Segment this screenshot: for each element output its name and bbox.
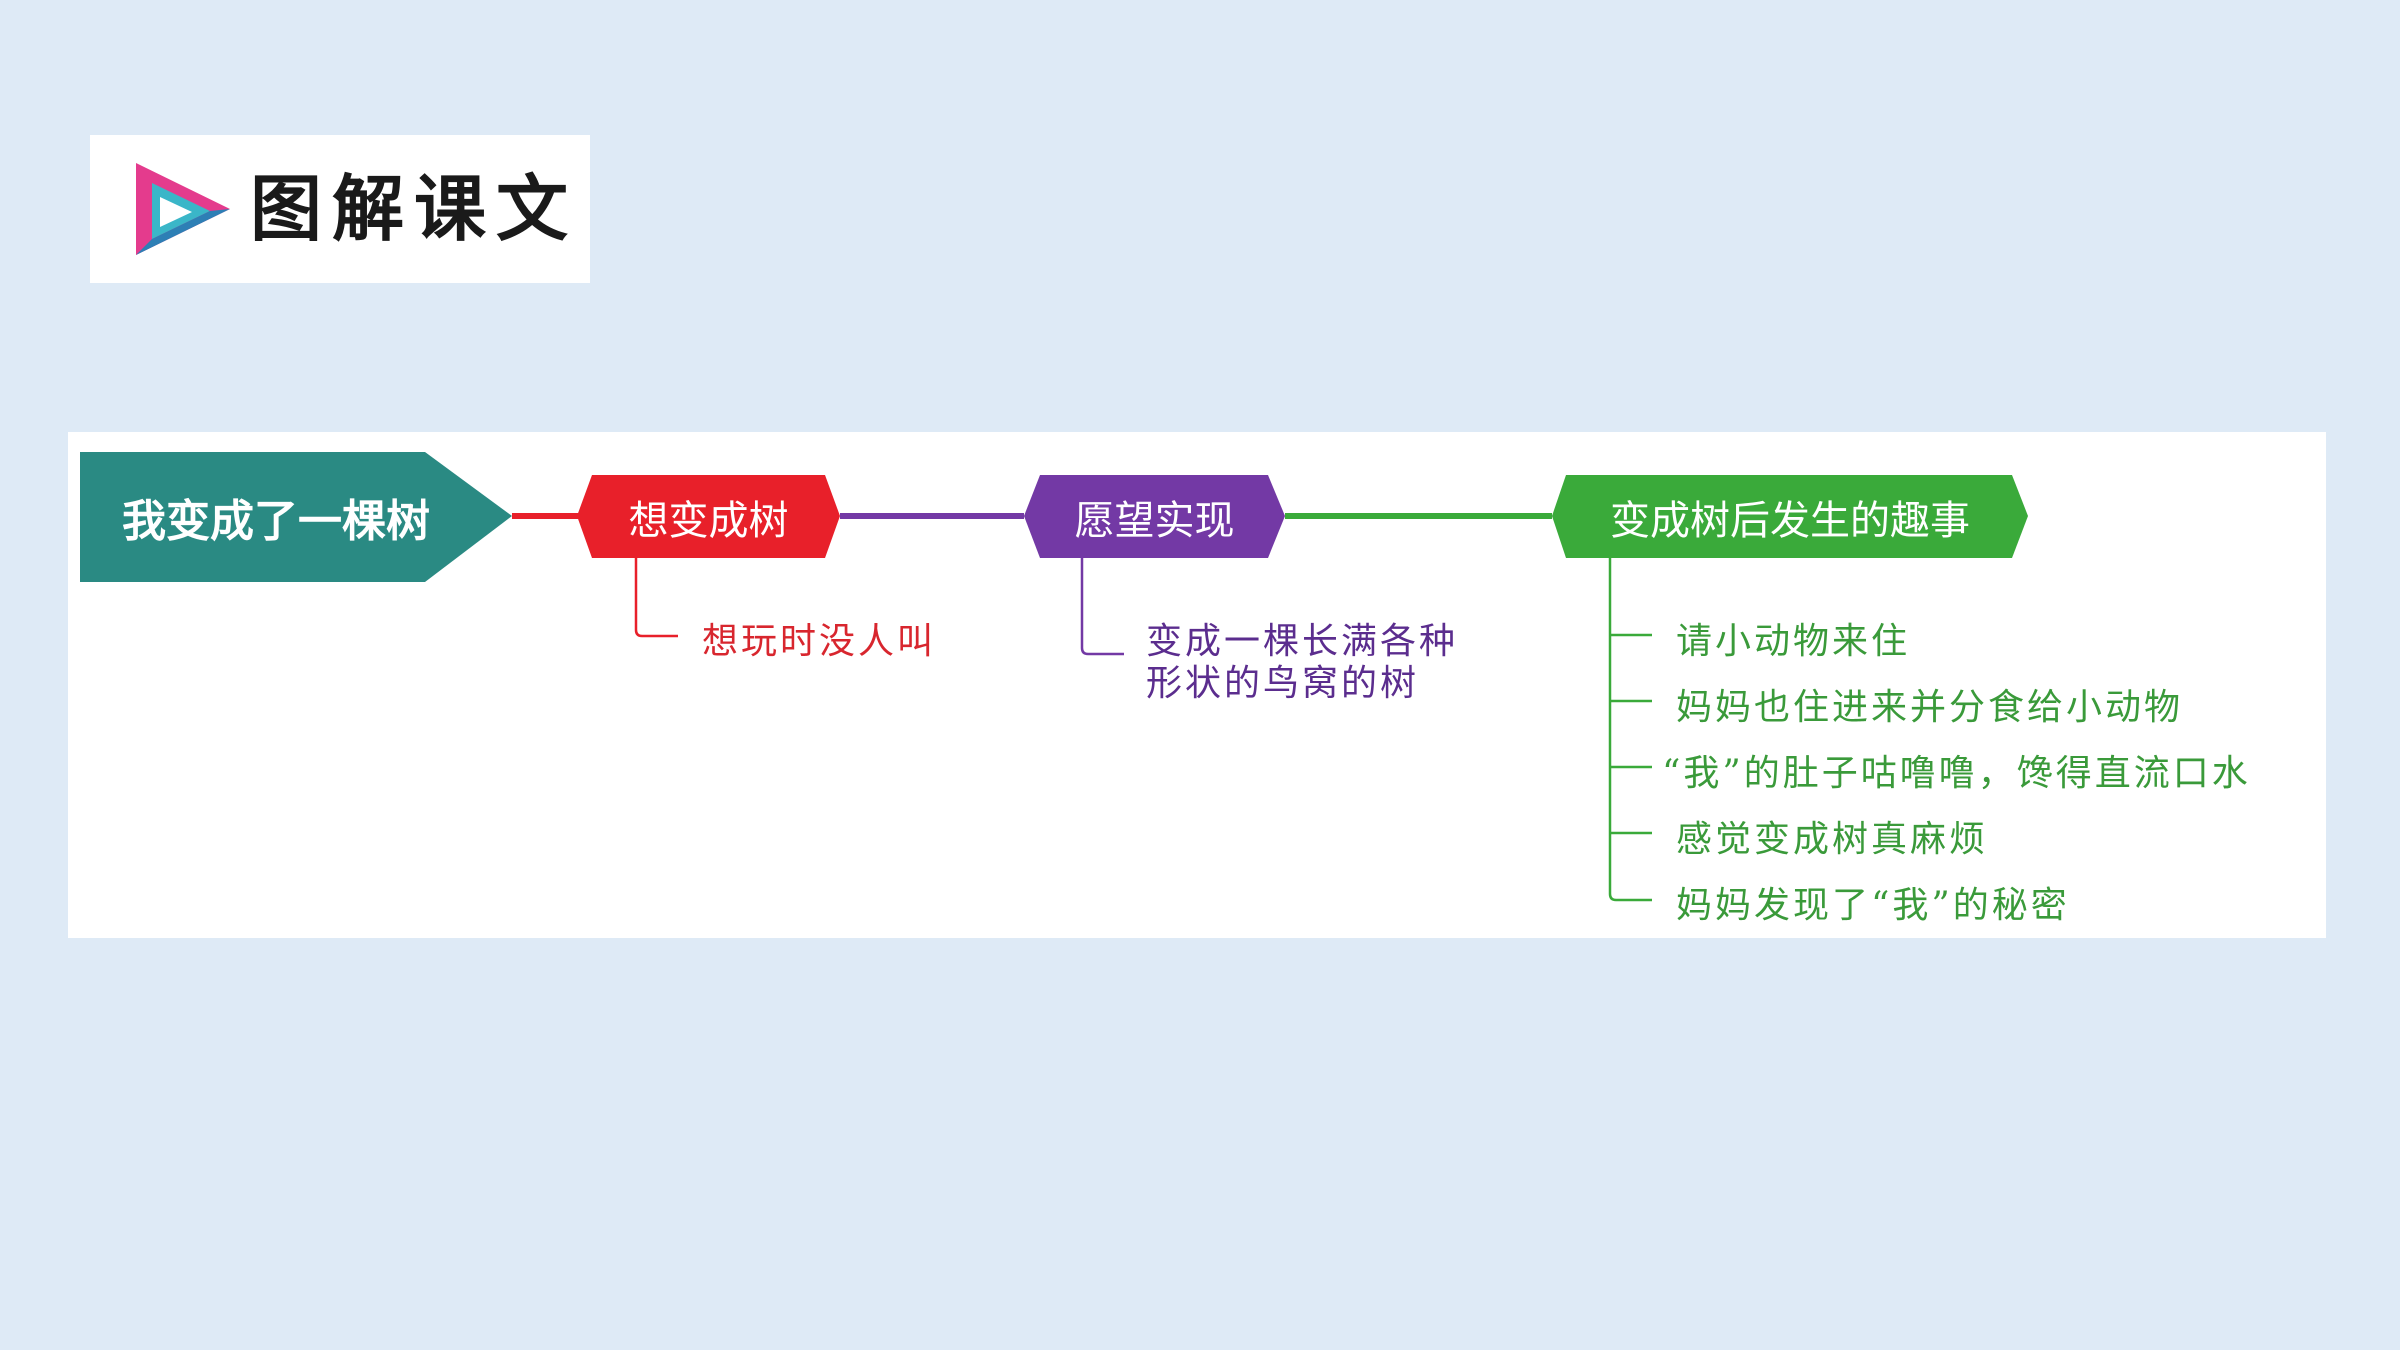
branch2-node-label: 愿望实现 xyxy=(1074,497,1235,544)
branch3-leaf-1: 请小动物来住 xyxy=(1676,621,1911,662)
header-badge: 图解课文 xyxy=(90,135,590,283)
branch2-leaf-line2: 形状的鸟窝的树 xyxy=(1146,663,1420,704)
branch3-leaf-bracket xyxy=(1608,558,1652,902)
branch3-node-shape xyxy=(1552,475,2028,558)
branch1-leaf-text: 想玩时没人叫 xyxy=(702,621,937,662)
root-node-shape xyxy=(80,452,512,582)
root-node-label: 我变成了一棵树 xyxy=(122,496,430,547)
branch1-node-label: 想变成树 xyxy=(628,497,789,544)
branch1-node-shape xyxy=(577,475,840,558)
branch2-leaf-bracket xyxy=(1080,558,1124,656)
play-triangle-icon xyxy=(136,163,230,255)
branch2-node-shape xyxy=(1024,475,1285,558)
branch3-leaf-3: “我”的肚子咕噜噜，馋得直流口水 xyxy=(1662,753,2251,794)
branch1-leaf-bracket xyxy=(634,558,678,638)
header-title: 图解课文 xyxy=(250,167,579,251)
branch2-leaf-line1: 变成一棵长满各种 xyxy=(1146,621,1459,662)
branch3-leaf-2: 妈妈也住进来并分食给小动物 xyxy=(1676,687,2184,728)
branch3-leaf-5: 妈妈发现了“我”的秘密 xyxy=(1676,885,2070,926)
branch3-node-label: 变成树后发生的趣事 xyxy=(1610,497,1970,544)
branch3-leaf-4: 感觉变成树真麻烦 xyxy=(1676,819,1989,860)
